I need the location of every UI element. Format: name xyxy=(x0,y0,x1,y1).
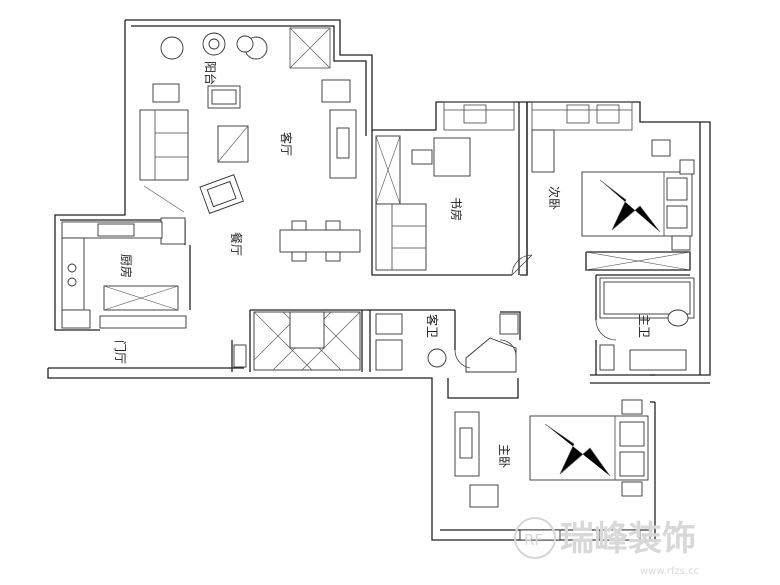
room-label-foyer: 门厅 xyxy=(113,340,128,364)
second-bedroom-furniture xyxy=(531,129,695,271)
master-bath-fixtures xyxy=(599,277,695,371)
watermark-url: www.rfzs.cc xyxy=(640,566,699,577)
kitchen-fixtures xyxy=(61,221,187,329)
foyer-cabinet xyxy=(233,311,361,371)
room-label-guest-bath: 客卫 xyxy=(425,314,440,338)
room-labels: 阳台 客厅 餐厅 厨房 门厅 书房 次卧 客卫 主卫 主卧 xyxy=(113,61,651,468)
doors xyxy=(454,254,617,369)
dining-furniture xyxy=(160,217,361,262)
interior-walls xyxy=(60,102,691,399)
room-label-balcony: 阳台 xyxy=(203,61,218,85)
watermark: RF 瑞峰装饰 www.rfzs.cc xyxy=(514,517,699,577)
room-label-dining-room: 餐厅 xyxy=(229,232,244,256)
study-furniture xyxy=(375,135,471,271)
room-label-master-bedroom: 主卧 xyxy=(497,444,511,468)
room-label-master-bath: 主卫 xyxy=(637,314,651,338)
master-bedroom-furniture xyxy=(454,399,649,541)
living-room-furniture xyxy=(139,85,357,214)
room-label-study: 书房 xyxy=(449,197,464,221)
watermark-brand-text: 瑞峰装饰 xyxy=(560,519,696,559)
room-label-kitchen: 厨房 xyxy=(119,254,134,278)
room-label-living-room: 客厅 xyxy=(279,132,294,156)
balcony-furniture xyxy=(152,32,351,103)
guest-bath-fixtures xyxy=(375,313,519,373)
watermark-logo-initials: RF xyxy=(524,531,543,549)
watermark-logo xyxy=(514,517,556,559)
exterior-walls xyxy=(47,19,711,541)
room-label-second-bedroom: 次卧 xyxy=(547,186,561,210)
